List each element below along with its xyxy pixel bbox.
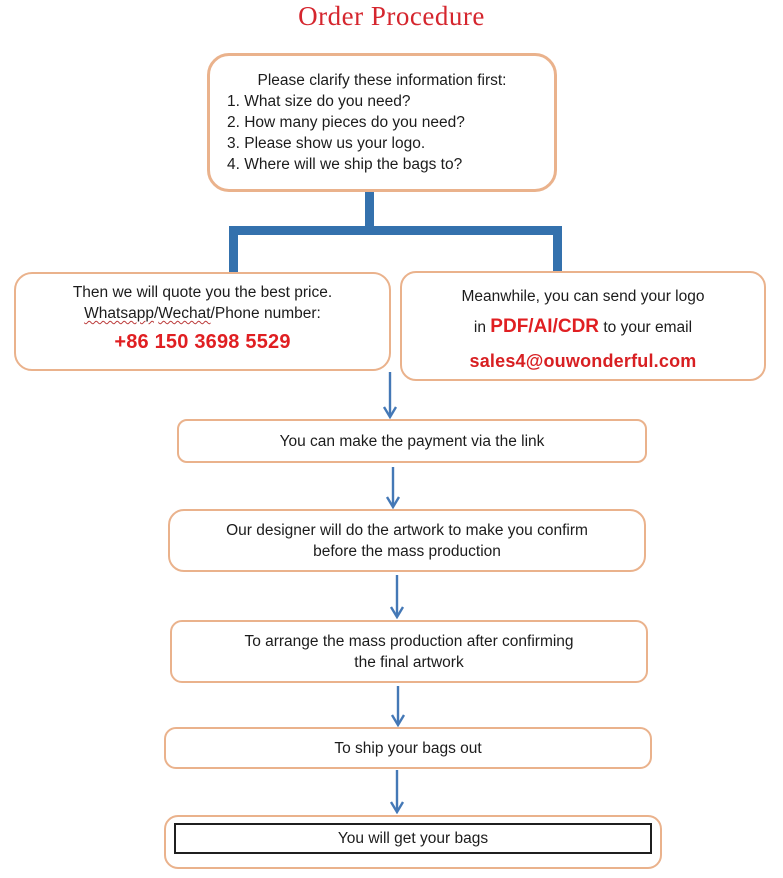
production-line1: To arrange the mass production after con… <box>244 632 574 650</box>
logo-line2-suffix: to your email <box>599 319 693 336</box>
clarify-item-4: 4. Where will we ship the bags to? <box>227 156 463 173</box>
clarify-item-3: 3. Please show us your logo. <box>227 135 426 152</box>
step-clarify-info-box: Please clarify these information first: … <box>207 53 557 192</box>
step-ship-box: To ship your bags out <box>164 727 652 769</box>
arrow-down-icon <box>390 686 406 727</box>
whatsapp-word: Whatsapp <box>84 305 154 322</box>
logo-line1: Meanwhile, you can send your logo <box>461 288 705 305</box>
page-title: Order Procedure <box>298 1 485 31</box>
payment-text: You can make the payment via the link <box>279 432 545 450</box>
production-line2: the final artwork <box>354 653 464 671</box>
step-receive-box: You will get your bags <box>164 815 662 869</box>
clarify-item-2: 2. How many pieces do you need? <box>227 114 465 131</box>
arrow-down-icon <box>382 372 398 419</box>
quote-line1: Then we will quote you the best price. <box>72 284 333 301</box>
connector-stem <box>365 192 374 235</box>
quote-line2: Whatsapp/Wechat/Phone number: <box>16 303 389 324</box>
arrow-down-icon <box>389 575 405 619</box>
connector-crossbar <box>229 226 562 235</box>
quote-line2-rest: /Phone number: <box>210 305 321 322</box>
connector-left-branch <box>229 226 238 273</box>
step-send-logo-box: Meanwhile, you can send your logo in PDF… <box>400 271 766 381</box>
logo-line2-prefix: in <box>473 319 491 336</box>
logo-line2: in PDF/AI/CDR to your email <box>402 316 764 338</box>
receive-inner-frame: You will get your bags <box>174 823 652 854</box>
artwork-line1: Our designer will do the artwork to make… <box>226 521 588 539</box>
connector-right-branch <box>553 226 562 272</box>
step-production-box: To arrange the mass production after con… <box>170 620 648 683</box>
file-formats: PDF/AI/CDR <box>490 316 600 337</box>
arrow-down-icon <box>389 770 405 814</box>
arrow-down-icon <box>385 467 401 509</box>
step-quote-box: Then we will quote you the best price. W… <box>14 272 391 371</box>
ship-text: To ship your bags out <box>334 739 482 757</box>
step-artwork-box: Our designer will do the artwork to make… <box>168 509 646 572</box>
receive-text: You will get your bags <box>337 830 489 847</box>
email-address: sales4@ouwonderful.com <box>469 351 697 371</box>
phone-number: +86 150 3698 5529 <box>114 331 291 353</box>
artwork-line2: before the mass production <box>313 542 501 560</box>
wechat-word: Wechat <box>158 305 211 322</box>
slash-separator: / <box>153 305 159 322</box>
clarify-heading: Please clarify these information first: <box>257 72 507 89</box>
clarify-item-1: 1. What size do you need? <box>227 93 411 110</box>
step-payment-box: You can make the payment via the link <box>177 419 647 463</box>
